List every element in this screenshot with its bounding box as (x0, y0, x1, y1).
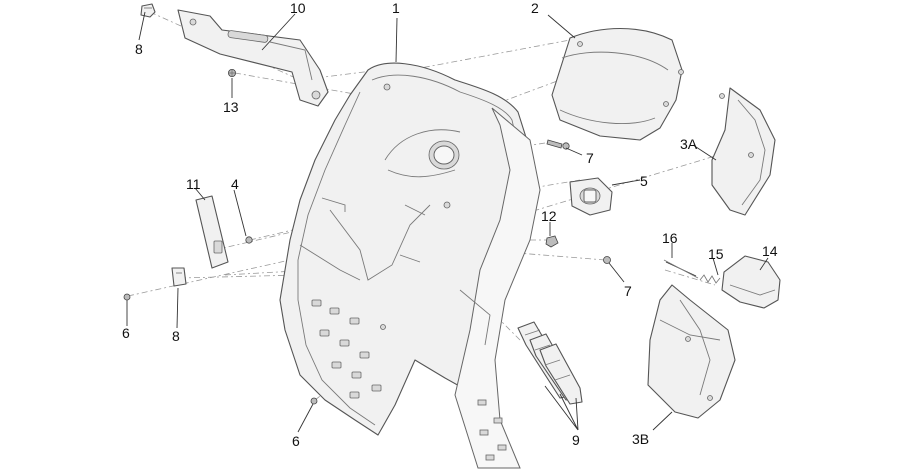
clip-part-8-bottom (171, 267, 187, 287)
screw-part-4 (245, 236, 253, 244)
pin-part-16 (663, 259, 699, 279)
callout-2: 2 (531, 0, 539, 16)
callout-9: 9 (572, 432, 580, 448)
screw-part-13 (227, 69, 236, 78)
screw-part-7 (546, 139, 570, 150)
callout-8-bottom: 8 (172, 328, 180, 344)
callout-16: 16 (662, 230, 678, 246)
callout-leaders (126, 11, 769, 433)
callout-7-upper: 7 (586, 150, 594, 166)
bracket-part-10 (177, 9, 329, 107)
side-panel-part-3b (647, 284, 736, 419)
callout-11: 11 (186, 176, 201, 192)
callout-12: 12 (541, 208, 557, 224)
callout-8-top: 8 (135, 41, 143, 57)
callout-13: 13 (223, 99, 239, 115)
callout-6-bottom: 6 (292, 433, 300, 449)
callout-10: 10 (290, 0, 306, 16)
nut-part-12 (545, 235, 559, 248)
callout-1: 1 (392, 0, 400, 16)
lock-part-5 (569, 177, 613, 216)
spring-part-15 (699, 274, 721, 284)
cap-part-14 (721, 255, 781, 309)
grips-part-9 (517, 321, 583, 405)
callout-7-lower: 7 (624, 283, 632, 299)
callout-4: 4 (231, 176, 239, 192)
callout-labels: 1 2 3A 3B 4 5 6 6 7 7 8 8 9 10 11 12 13 … (122, 0, 778, 449)
callout-6-left: 6 (122, 325, 130, 341)
callout-3b: 3B (632, 431, 649, 447)
screw-part-6-bottom (310, 397, 318, 405)
screw-part-6-left (123, 293, 131, 301)
clip-part-8-top (140, 3, 156, 18)
leg-shield-part-1 (279, 62, 541, 469)
callout-14: 14 (762, 243, 778, 259)
side-panel-part-3a (711, 87, 776, 216)
plate-part-11 (195, 195, 229, 269)
cover-part-2 (551, 28, 684, 141)
callout-3a: 3A (680, 136, 698, 152)
screw-part-7-lower (603, 256, 611, 264)
callout-5: 5 (640, 173, 648, 189)
callout-15: 15 (708, 246, 724, 262)
